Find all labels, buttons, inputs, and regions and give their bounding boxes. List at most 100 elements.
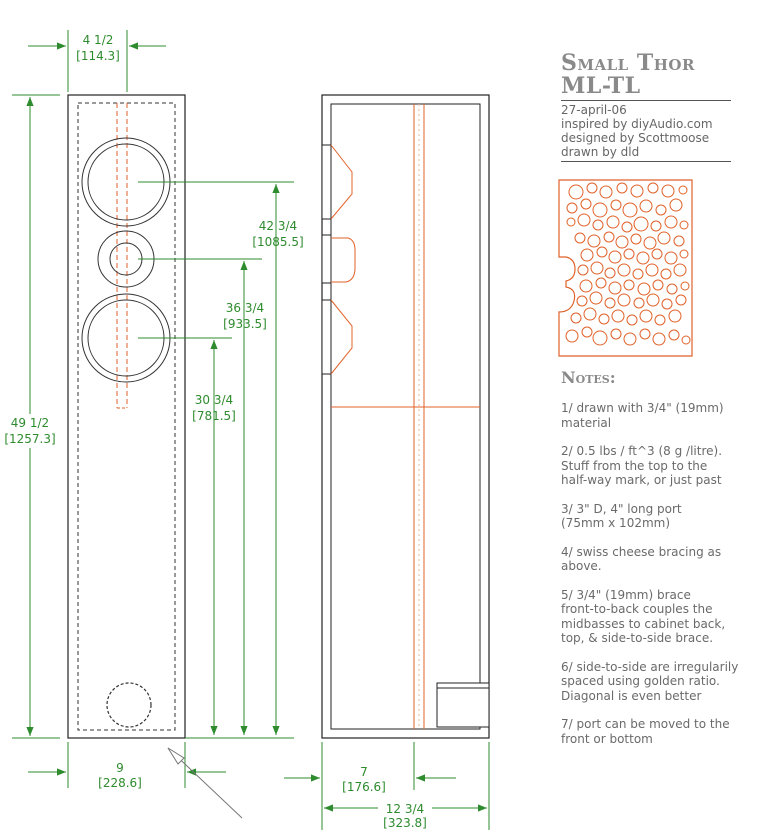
- brace-hole: [604, 267, 616, 279]
- dim-frontwidth-metric: [228.6]: [98, 776, 142, 790]
- side-woofer-top-slot: [321, 144, 332, 220]
- brace-hole: [589, 291, 603, 305]
- dim-d1-imperial: 42 3/4: [259, 219, 297, 233]
- brace-hole: [610, 199, 622, 211]
- brace-hole: [598, 313, 610, 325]
- note-3: 3/ 3" D, 4" long port (75mm x 102mm): [561, 501, 682, 531]
- side-full-label-bg: [378, 800, 432, 830]
- brace-hole: [679, 249, 689, 259]
- dim-d3-metric: [781.5]: [192, 409, 236, 423]
- height-label-bg: [2, 414, 60, 448]
- brace-hole: [664, 215, 678, 229]
- brace-hole: [622, 202, 638, 218]
- dim-sidedepth-metric: [176.6]: [342, 780, 386, 794]
- dim-frontwidth-imperial: 9: [116, 761, 124, 775]
- brace-hole: [639, 309, 653, 323]
- brace-hole: [599, 185, 613, 199]
- brace-hole: [623, 279, 635, 291]
- side-inner-outline: [330, 103, 481, 730]
- port-circle: [106, 682, 152, 728]
- brace-hole: [610, 328, 622, 340]
- dim-d3-imperial: 30 3/4: [195, 393, 233, 407]
- note-1: 1/ drawn with 3/4" (19mm) material: [561, 401, 724, 430]
- side-outer-outline: [321, 94, 490, 739]
- brace-hole: [652, 332, 666, 346]
- side-woofer-bottom-basket: [330, 299, 353, 375]
- brace-hole: [595, 277, 607, 289]
- side-woofer-bottom-slot: [321, 299, 332, 375]
- brace-hole: [592, 202, 608, 218]
- meta-date: 27-april-06: [561, 103, 627, 117]
- brace-hole: [617, 293, 631, 307]
- brace-hole: [664, 251, 678, 265]
- title-line-1: Small Thor: [561, 50, 695, 76]
- brace-hole: [654, 314, 666, 326]
- brace-hole: [608, 250, 622, 264]
- brace-hole: [574, 232, 586, 244]
- brace-hole: [673, 235, 685, 247]
- brace-hole: [630, 233, 642, 245]
- brace-hole: [570, 312, 582, 324]
- brace-hole: [630, 184, 644, 198]
- brace-hole: [652, 279, 664, 291]
- meta-inspired: inspired by diyAudio.com: [561, 117, 713, 131]
- brace-hole: [660, 268, 672, 280]
- brace-hole: [568, 184, 584, 200]
- front-baffle-outline: [67, 94, 186, 739]
- brace-hole: [636, 251, 650, 265]
- title-line-2: ML-TL: [561, 73, 641, 99]
- dim-height-metric: [1257.3]: [4, 432, 55, 446]
- brace-hole: [580, 198, 592, 210]
- brace-hole: [639, 199, 653, 213]
- brace-hole: [673, 263, 687, 277]
- brace-outline: [558, 179, 693, 357]
- side-tweeter-basket: [331, 237, 356, 283]
- note-7: 7/ port can be moved to the front or bot…: [561, 717, 730, 746]
- side-tweeter-slot: [321, 234, 332, 284]
- brace-hole: [611, 309, 625, 323]
- swiss-cheese-brace: [558, 179, 693, 357]
- brace-hole: [661, 298, 673, 310]
- brace-hole: [637, 282, 651, 296]
- meta-designed: designed by Scottmoose: [561, 131, 710, 145]
- tweeter-inner: [109, 242, 143, 276]
- brace-hole: [633, 216, 649, 232]
- dim-d1-metric: [1085.5]: [252, 235, 303, 249]
- brace-hole: [566, 217, 576, 227]
- brace-hole: [675, 294, 687, 306]
- brace-hole: [647, 182, 659, 194]
- title-block: Small Thor ML-TL 27-april-06 inspired by…: [561, 52, 771, 164]
- brace-hole: [646, 293, 660, 307]
- brace-hole: [651, 248, 663, 260]
- brace-hole: [616, 182, 628, 194]
- brace-holes: [565, 182, 691, 346]
- port-leader-arrowhead: [167, 747, 185, 765]
- brace-hole: [668, 309, 682, 323]
- brace-hole: [657, 231, 671, 245]
- brace-hole: [583, 307, 597, 321]
- brace-hole: [655, 204, 667, 216]
- brace-hole: [669, 198, 683, 212]
- note-5: 5/ 3/4" (19mm) brace front-to-back coupl…: [561, 587, 726, 646]
- dim-sidefull-metric: [323.8]: [383, 816, 427, 830]
- brace-hole: [592, 219, 604, 231]
- brace-hole: [679, 220, 689, 230]
- front-view: [67, 94, 186, 739]
- brace-hole: [681, 335, 691, 345]
- dim-sidefull-imperial: 12 3/4: [386, 802, 424, 816]
- brace-hole: [617, 263, 631, 277]
- brace-hole: [580, 248, 594, 262]
- brace-hole: [643, 236, 657, 250]
- brace-hole: [678, 185, 688, 195]
- dim-topwidth-metric: [114.3]: [76, 49, 120, 63]
- brace-hole: [668, 329, 680, 341]
- brace-hole: [581, 326, 593, 338]
- brace-hole: [639, 328, 651, 340]
- brace-hole: [666, 283, 678, 295]
- dim-topwidth-imperial: 4 1/2: [83, 33, 114, 47]
- brace-hole: [565, 329, 579, 343]
- brace-hole: [596, 246, 608, 258]
- note-4: 4/ swiss cheese bracing as above.: [561, 544, 722, 574]
- dim-height-imperial: 49 1/2: [11, 416, 49, 430]
